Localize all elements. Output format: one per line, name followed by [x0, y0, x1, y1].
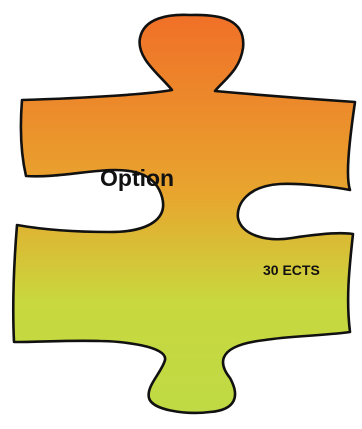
piece-credits: 30 ECTS: [263, 262, 320, 278]
puzzle-piece-shape: [11, 13, 357, 415]
piece-title: Option: [100, 165, 175, 191]
